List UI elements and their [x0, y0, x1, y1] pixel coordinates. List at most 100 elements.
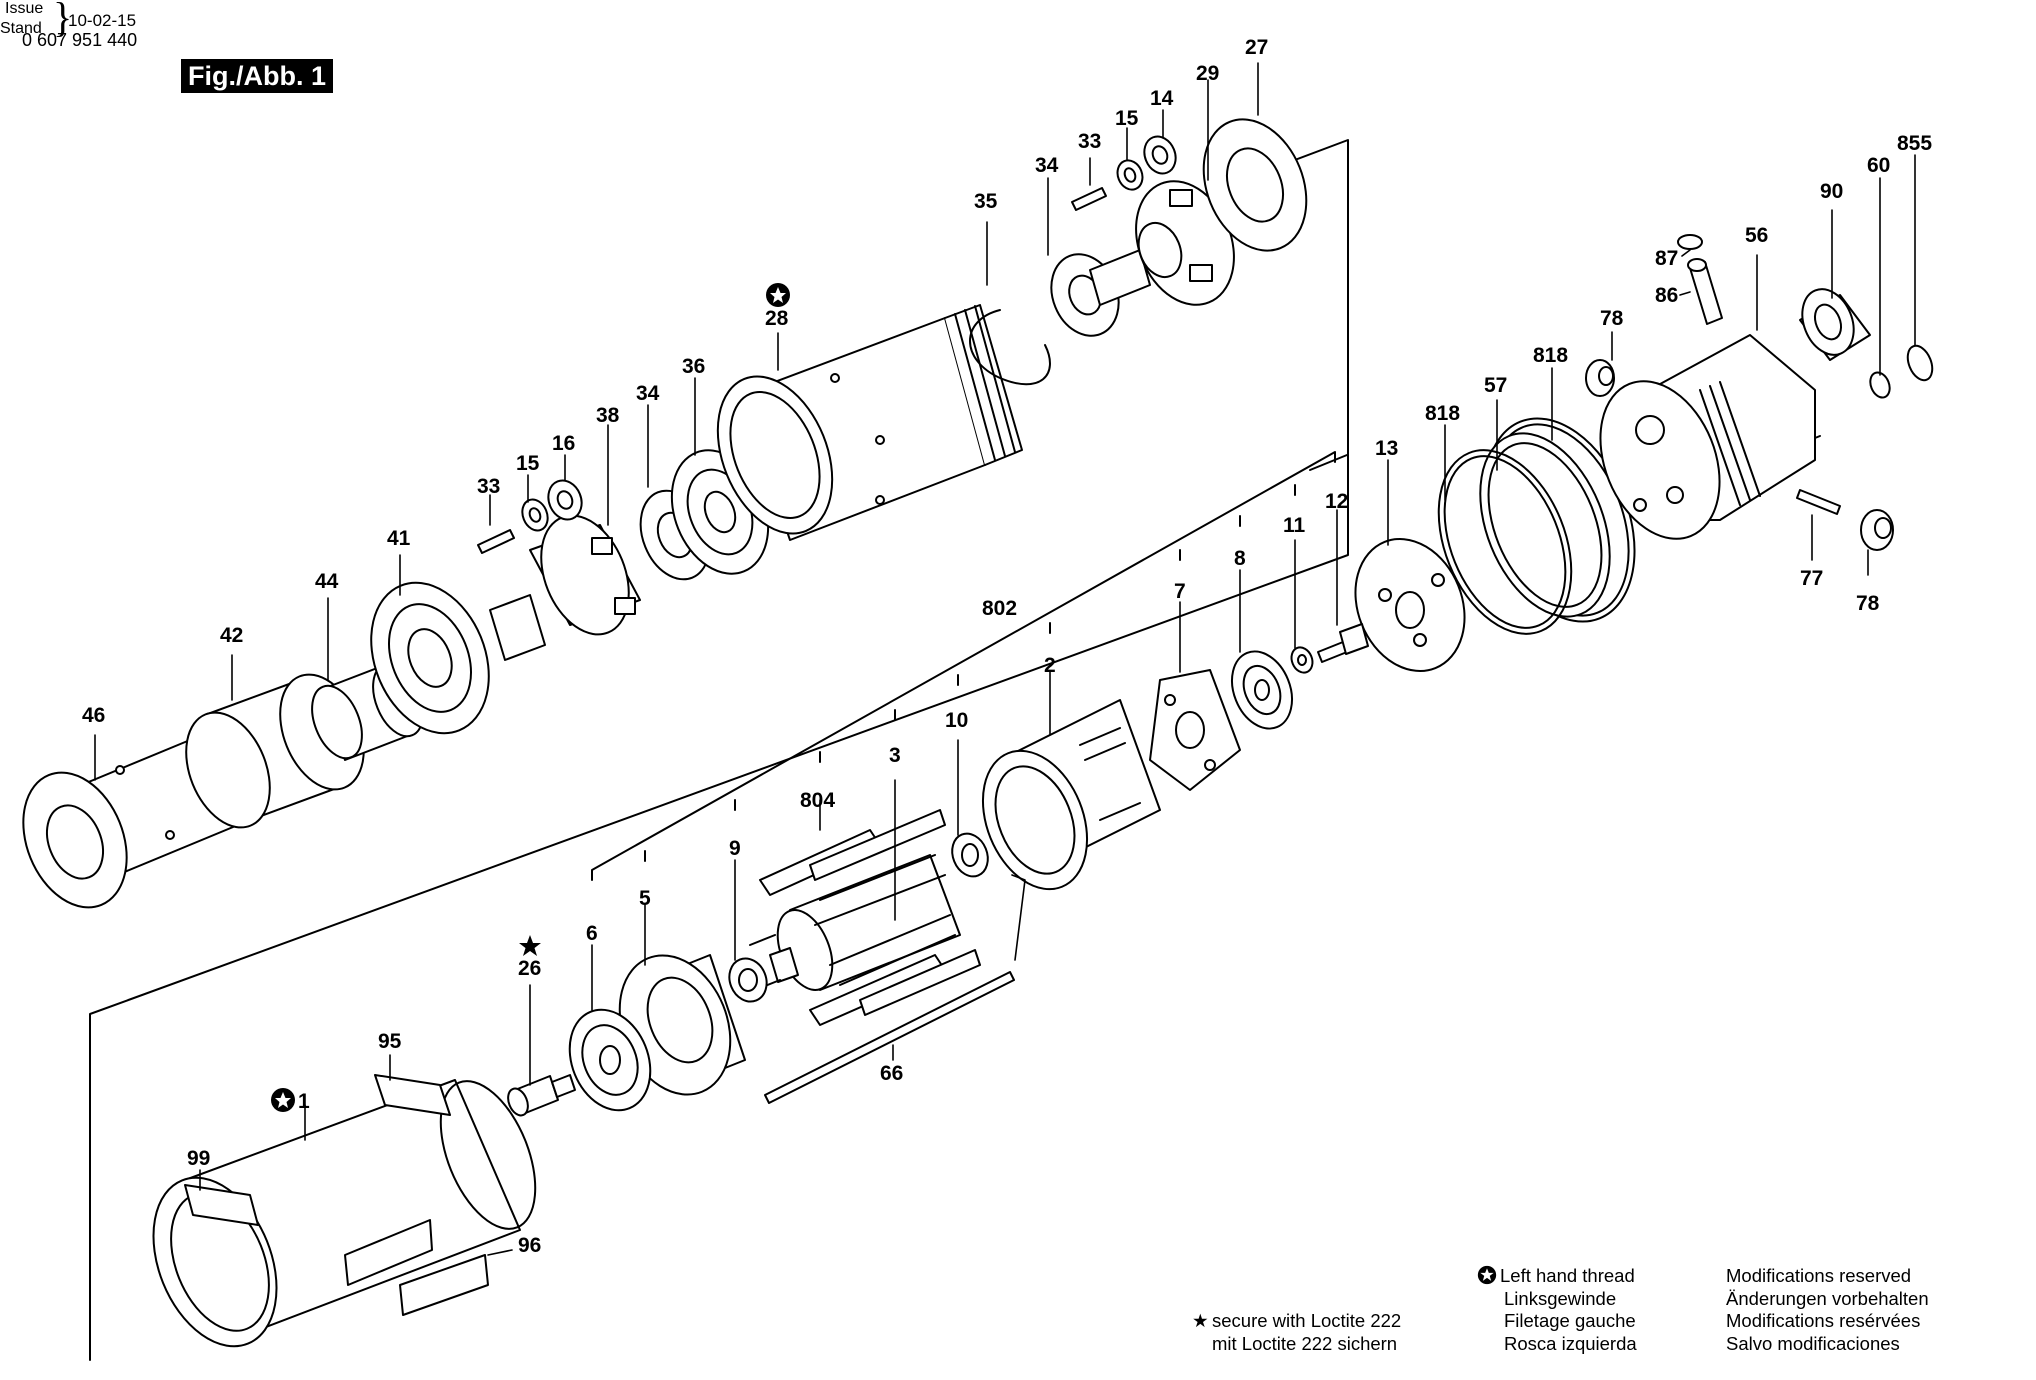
callout-26: 26 — [518, 957, 541, 980]
washer-10 — [951, 832, 989, 878]
callout-34: 34 — [1035, 154, 1059, 177]
left-hand-thread-icon — [1477, 1265, 1497, 1285]
callout-15: 15 — [516, 452, 540, 475]
callout-9: 9 — [729, 837, 741, 860]
star-icon: ★ — [1192, 1310, 1209, 1331]
issue-block: Issue Stand } 10-02-15 — [0, 0, 150, 44]
washer-27 — [1202, 118, 1308, 252]
left-hand-thread-icon — [766, 283, 790, 307]
cylinder-2 — [981, 699, 1161, 891]
pin-77 — [1796, 489, 1841, 515]
callout-12: 12 — [1325, 490, 1348, 513]
end-housing-56 — [1599, 334, 1816, 540]
legend-left-hand-thread: Left hand thread Linksgewinde Filetage g… — [1476, 1265, 1637, 1355]
callout-90: 90 — [1820, 180, 1843, 203]
nipple-90 — [1799, 288, 1871, 361]
legend-lht-en: Left hand thread — [1500, 1265, 1635, 1286]
callout-11: 11 — [1283, 514, 1306, 537]
pin-33a — [1071, 187, 1107, 211]
part-number: 0 607 951 440 — [22, 30, 138, 50]
callout-818: 818 — [1425, 402, 1460, 425]
callout-818: 818 — [1533, 344, 1568, 367]
callout-14: 14 — [1150, 87, 1174, 110]
bracket-802 — [591, 451, 1336, 881]
callout-5: 5 — [639, 887, 651, 910]
callout-38: 38 — [596, 404, 620, 427]
pin-66 — [764, 971, 1015, 1104]
callout-95: 95 — [378, 1030, 402, 1053]
motor-housing-1 — [152, 1079, 537, 1348]
star-icon — [519, 935, 541, 956]
callout-855: 855 — [1897, 132, 1932, 155]
callout-44: 44 — [315, 570, 339, 593]
bearing-41 — [370, 581, 490, 735]
washer-9 — [728, 957, 768, 1003]
label-96 — [344, 1219, 489, 1316]
callout-34: 34 — [636, 382, 660, 405]
plug-78a — [1585, 359, 1615, 397]
callout-33: 33 — [1078, 130, 1101, 153]
callout-3: 3 — [889, 744, 901, 767]
callout-96: 96 — [518, 1234, 541, 1257]
callout-35: 35 — [974, 190, 998, 213]
pin-33b — [477, 529, 515, 554]
washer-11 — [1290, 646, 1314, 674]
legend-loctite-de: mit Loctite 222 sichern — [1212, 1332, 1398, 1354]
callout-87: 87 — [1655, 247, 1678, 270]
callout-60: 60 — [1867, 154, 1890, 177]
issue-date: 10-02-15 — [68, 11, 137, 30]
stand-label: Stand — [0, 20, 42, 37]
callout-28: 28 — [765, 307, 789, 330]
callout-78: 78 — [1856, 592, 1880, 615]
callout-42: 42 — [220, 624, 243, 647]
figure-label: Fig./Abb. 1 — [181, 59, 333, 93]
ring-gear-housing-28 — [716, 304, 1023, 541]
front-end-plate-5 — [618, 954, 746, 1096]
needle-bearing-15b — [521, 498, 549, 532]
callout-99: 99 — [187, 1147, 210, 1170]
rear-end-plate-13 — [1354, 538, 1466, 672]
callout-15: 15 — [1115, 107, 1139, 130]
callout-36: 36 — [682, 355, 705, 378]
legend-loctite: ★secure with Loctite 222 mit Loctite 222… — [1192, 1310, 1401, 1355]
screw-12 — [1317, 623, 1369, 663]
leader-lines — [94, 62, 1916, 1256]
o-ring-855 — [1906, 344, 1934, 382]
o-ring-818b — [1437, 449, 1573, 635]
legend-mods-en: Modifications reserved — [1726, 1265, 1912, 1286]
screw-86 — [1687, 258, 1723, 325]
callout-77: 77 — [1800, 567, 1823, 590]
retaining-ring-35 — [969, 309, 1051, 386]
end-plate-7 — [1149, 669, 1241, 791]
callout-1: 1 — [298, 1090, 310, 1113]
callout-7: 7 — [1174, 580, 1186, 603]
pinion-26 — [507, 1074, 576, 1117]
callout-16: 16 — [552, 432, 575, 455]
left-hand-thread-icon — [271, 1088, 295, 1112]
callout-8: 8 — [1234, 547, 1246, 570]
bearing-6 — [568, 1008, 652, 1112]
legend-loctite-en: secure with Loctite 222 — [1212, 1310, 1402, 1331]
screen-60 — [1869, 371, 1891, 399]
label-99 — [184, 1184, 259, 1226]
legend-mods-es: Salvo modificaciones — [1726, 1332, 1900, 1354]
callout-66: 66 — [880, 1062, 903, 1085]
plug-78b — [1860, 509, 1894, 551]
callout-41: 41 — [387, 527, 411, 550]
legend-mods-de: Änderungen vorbehalten — [1726, 1287, 1929, 1309]
callout-6: 6 — [586, 922, 598, 945]
planet-carrier-38 — [489, 514, 641, 661]
planet-gear-16 — [547, 479, 583, 521]
callout-2: 2 — [1044, 654, 1056, 677]
callout-46: 46 — [82, 704, 105, 727]
callout-804: 804 — [800, 789, 835, 812]
rotor-3 — [749, 854, 961, 991]
callout-29: 29 — [1196, 62, 1219, 85]
bearing-8 — [1231, 650, 1293, 730]
planet-carrier-29 — [1089, 180, 1235, 306]
needle-bearing-15a — [1116, 159, 1144, 191]
callout-10: 10 — [945, 709, 968, 732]
sleeve-57 — [1479, 432, 1611, 618]
label-95 — [374, 1074, 451, 1116]
